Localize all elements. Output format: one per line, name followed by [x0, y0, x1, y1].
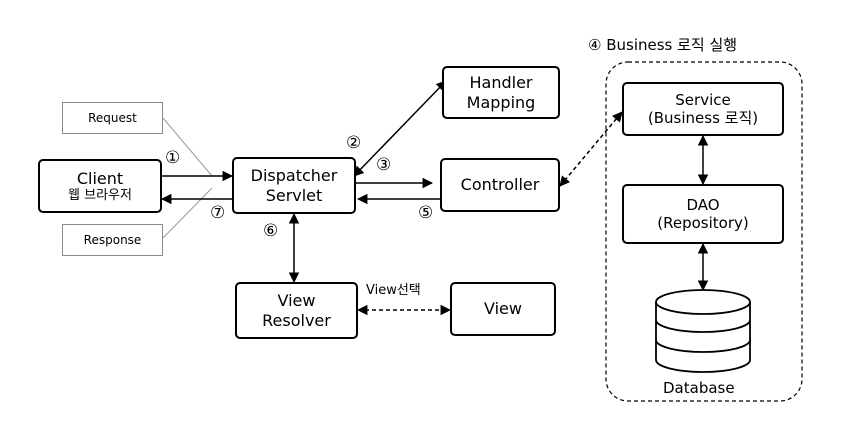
dao-line1: DAO [686, 196, 720, 214]
client-subtitle: 웹 브라우저 [68, 187, 132, 203]
view-select-label: View선택 [366, 283, 421, 298]
response-note: Response [62, 224, 163, 256]
handler-mapping-line1: Handler [469, 73, 533, 93]
arrow-dispatcher-handler-mapping [353, 80, 447, 177]
step-2-marker: ② [346, 133, 362, 153]
client-title: Client [76, 168, 124, 188]
database-icon [655, 289, 751, 373]
request-note-text: Request [88, 111, 137, 125]
step-1-marker: ① [165, 148, 181, 168]
dispatcher-servlet-node: Dispatcher Servlet [232, 157, 356, 214]
dispatcher-line2: Servlet [265, 185, 323, 205]
arrow-controller-service [559, 111, 623, 187]
database-label: Database [663, 379, 735, 397]
view-resolver-line1: View [277, 291, 316, 311]
dao-line2: (Repository) [657, 214, 749, 232]
business-logic-group [605, 61, 803, 402]
dispatcher-line1: Dispatcher [250, 166, 338, 186]
view-label: View [484, 299, 522, 319]
step-6-marker: ⑥ [263, 221, 279, 241]
controller-label: Controller [460, 175, 540, 195]
business-logic-title: ④ Business 로직 실행 [588, 36, 738, 54]
view-node: View [450, 282, 556, 336]
dao-node: DAO (Repository) [622, 184, 784, 244]
service-node: Service (Business 로직) [622, 82, 784, 136]
step-3-marker: ③ [376, 155, 392, 175]
response-note-line [162, 187, 213, 239]
handler-mapping-line2: Mapping [466, 92, 536, 112]
request-note: Request [62, 102, 163, 134]
client-node: Client 웹 브라우저 [38, 159, 162, 213]
service-line1: Service [675, 91, 731, 109]
response-note-text: Response [83, 233, 142, 247]
request-note-line [162, 117, 213, 177]
handler-mapping-node: Handler Mapping [442, 66, 560, 119]
step-7-marker: ⑦ [210, 203, 226, 223]
controller-node: Controller [440, 158, 560, 212]
view-resolver-node: View Resolver [235, 282, 358, 339]
service-line2: (Business 로직) [647, 109, 759, 127]
step-5-marker: ⑤ [418, 203, 434, 223]
view-resolver-line2: Resolver [262, 310, 331, 330]
